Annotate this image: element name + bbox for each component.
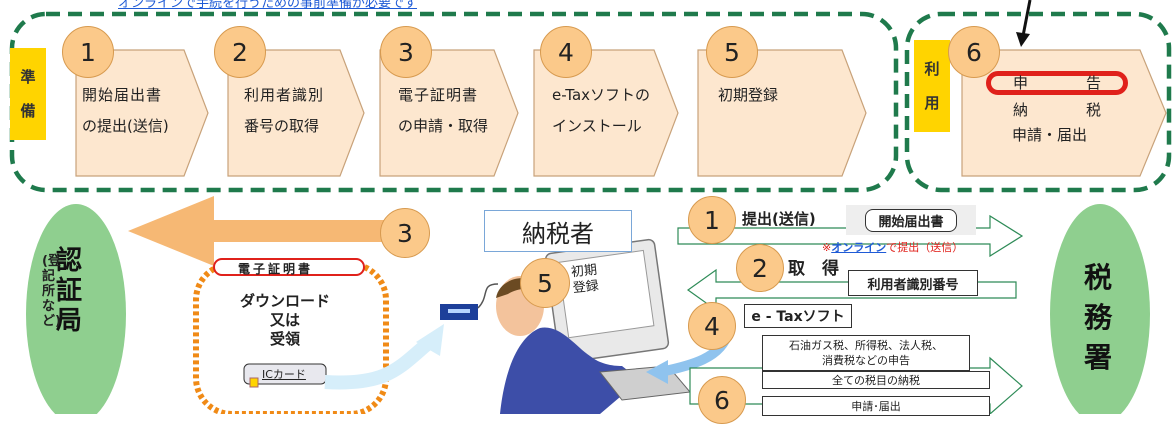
- cert-authority-char-1: 認: [56, 246, 83, 276]
- step-2-line-1: 利用者識別: [244, 86, 325, 104]
- submit-label: 提出(送信): [742, 210, 816, 228]
- e-cert-title: 電子証明書: [238, 262, 314, 276]
- online-note-suffix: で提出（送信）: [886, 241, 964, 254]
- application-box: 申請･届出: [762, 396, 990, 416]
- step-2-line-2: 番号の取得: [244, 117, 320, 135]
- step-2-chevron: [227, 49, 365, 177]
- step-2-number: 2: [214, 26, 266, 78]
- step-6-line-2-left: 納: [1013, 101, 1029, 119]
- use-tag-char-1: 利: [924, 60, 940, 78]
- step-6-line-1-left: 申: [1013, 74, 1029, 92]
- online-note[interactable]: ※オンラインで提出（送信）: [822, 239, 963, 255]
- cert-authority-label: 認 証 局: [56, 246, 82, 336]
- init-reg-line-2: 登録: [572, 278, 600, 297]
- step-5-chevron: [697, 49, 867, 177]
- declaration-line-1: 石油ガス税、所得税、法人税、: [789, 339, 943, 352]
- etax-soft-box: e - Taxソフト: [744, 304, 852, 328]
- step-3-label: 電子証明書 の申請・取得: [398, 80, 488, 142]
- step-4-line-2: インストール: [552, 117, 642, 135]
- tax-office-char-3: 署: [1084, 341, 1113, 374]
- taxpayer-box: 納税者: [484, 210, 632, 252]
- lower-step-1-number: 1: [688, 196, 736, 244]
- step-1-label: 開始届出書 の提出(送信): [82, 80, 169, 142]
- e-cert-line-3: 受領: [269, 330, 300, 348]
- use-tag: 利 用: [914, 40, 950, 132]
- step-6-number: 6: [948, 26, 1000, 78]
- prep-tag: 準 備: [10, 48, 46, 140]
- lower-step-3-number: 3: [380, 208, 430, 258]
- prep-tag-char-2: 備: [20, 102, 36, 120]
- step-2-label: 利用者識別 番号の取得: [244, 80, 324, 142]
- cert-authority-sub: (登記所など): [42, 254, 61, 329]
- declaration-highlight: [986, 71, 1128, 95]
- tax-office-oval: [1050, 204, 1150, 414]
- step-4-number: 4: [540, 26, 592, 78]
- declaration-box: 石油ガス税、所得税、法人税、 消費税などの申告: [762, 335, 970, 371]
- lower-step-4-number: 4: [688, 302, 736, 350]
- step-chevrons: [75, 49, 1167, 177]
- step-3-number: 3: [380, 26, 432, 78]
- tax-office-char-2: 務: [1084, 301, 1113, 334]
- step-5-label: 初期登録: [718, 80, 778, 111]
- person: [500, 327, 640, 414]
- ic-card: [243, 363, 327, 385]
- tax-office-char-1: 税: [1084, 261, 1113, 294]
- step-4-chevron: [533, 49, 679, 177]
- user-id-box: 利用者識別番号: [848, 270, 978, 296]
- kaishi-doc-label: 開始届出書: [865, 208, 957, 232]
- prep-tag-char-1: 準: [20, 68, 36, 86]
- online-note-link[interactable]: オンライン: [831, 241, 887, 254]
- lower-step-6-number: 6: [698, 376, 746, 424]
- cert-authority-oval: [26, 204, 126, 414]
- step-1-line-1: 開始届出書: [82, 86, 163, 104]
- e-cert-line-1: ダウンロード: [239, 292, 330, 310]
- step-4-label: e-Taxソフトの インストール: [552, 80, 650, 142]
- step-4-line-1: e-Taxソフトの: [552, 86, 651, 104]
- taxpayer-label: 納税者: [522, 219, 594, 248]
- cert-authority-char-2: 証: [56, 276, 83, 306]
- step-6-line-2-right: 税: [1086, 101, 1102, 119]
- acquire-label: 取 得: [788, 259, 839, 279]
- step-3-chevron: [379, 49, 519, 177]
- cert-issue-arrow: [128, 196, 390, 266]
- payment-box: 全ての税目の納税: [762, 371, 990, 389]
- lower-step-2-number: 2: [736, 244, 784, 292]
- dashed-groups: [9, 11, 1172, 193]
- ic-card-label: ICカード: [262, 368, 306, 381]
- top-note[interactable]: オンラインで手続を行うための事前準備が必要です: [118, 0, 418, 11]
- kaishi-doc-box: 開始届出書: [846, 205, 976, 235]
- declaration-line-2: 消費税などの申告: [822, 354, 910, 367]
- down-arrow-icon: [1016, 0, 1032, 47]
- step-1-chevron: [75, 49, 209, 177]
- init-reg-text: 初期 登録: [570, 263, 599, 298]
- step-6-line-1-right: 告: [1086, 74, 1102, 92]
- step-3-line-1: 電子証明書: [398, 86, 479, 104]
- step-5-line-1: 初期登録: [718, 86, 779, 104]
- e-cert-line-2: 又は: [269, 311, 300, 329]
- step-6-line-3: 申請・届出: [1012, 126, 1088, 144]
- tax-office-label: 税 務 署: [1084, 258, 1112, 378]
- online-note-prefix: ※: [822, 241, 832, 254]
- step-1-line-2: の提出(送信): [82, 117, 169, 135]
- step-3-line-2: の申請・取得: [398, 117, 489, 135]
- submit-arrow: [677, 214, 1024, 258]
- e-cert-text: ダウンロード 又は 受領: [230, 292, 340, 349]
- ic-curve-arrow: [324, 334, 437, 390]
- step-1-number: 1: [62, 26, 114, 78]
- step-5-number: 5: [706, 26, 758, 78]
- cert-authority-char-3: 局: [56, 306, 83, 336]
- use-tag-char-2: 用: [924, 94, 940, 112]
- lower-step-5-number: 5: [520, 258, 570, 308]
